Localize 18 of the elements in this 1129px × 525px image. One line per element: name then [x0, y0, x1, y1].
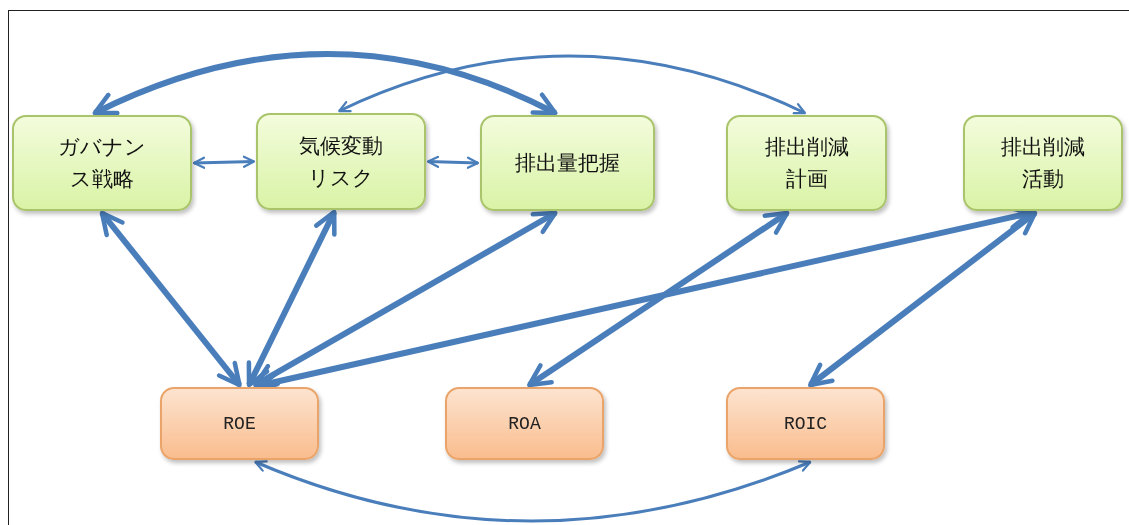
- double-arrow: [254, 459, 812, 523]
- process-box: 気候変動リスク: [256, 113, 426, 210]
- double-arrow: [253, 210, 558, 388]
- double-arrow: [808, 210, 1038, 388]
- double-arrow: [99, 210, 242, 388]
- double-arrow: [246, 209, 337, 388]
- process-box: 排出量把握: [480, 115, 655, 211]
- double-arrow: [92, 51, 558, 116]
- process-box: ガバナンス戦略: [12, 115, 192, 211]
- double-arrow: [338, 54, 806, 115]
- metric-box: ROE: [160, 387, 319, 460]
- metric-box: ROIC: [726, 387, 885, 460]
- process-box: 排出削減計画: [726, 115, 887, 211]
- double-arrow: [192, 155, 256, 169]
- process-box: 排出削減活動: [963, 115, 1123, 211]
- metric-box: ROA: [445, 387, 604, 460]
- double-arrow: [527, 210, 790, 388]
- double-arrow: [426, 155, 480, 169]
